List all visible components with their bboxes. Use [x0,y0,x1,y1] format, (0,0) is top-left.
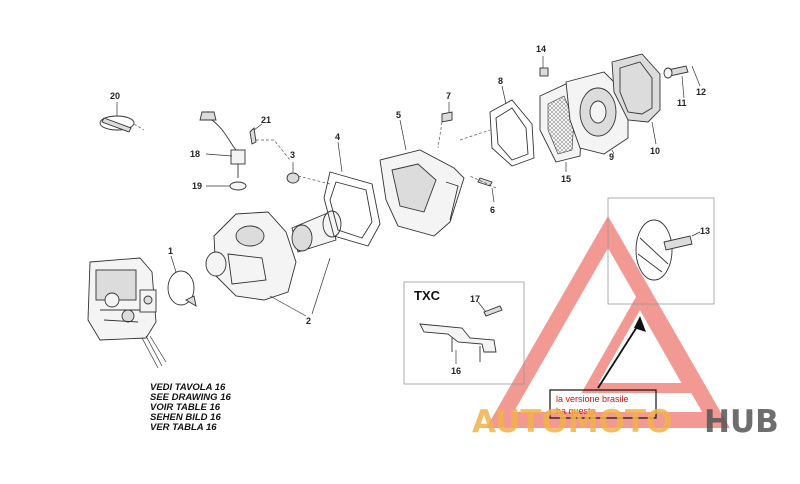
callout-1: 1 [168,246,173,256]
throttle-body [87,257,167,369]
reference-line: VOIR TABLE 16 [150,402,221,413]
part-6-screw [477,177,495,203]
reference-line: VEDI TAVOLA 16 [150,382,226,393]
txc-title: TXC [414,288,441,303]
part-10-cover-lid [611,53,661,145]
part-2-housing [205,210,342,317]
reference-line: SEE DRAWING 16 [150,392,231,403]
part-20-fastener [99,102,135,133]
part-18-sensor [199,111,263,191]
callout-20: 20 [110,91,120,101]
callout-10: 10 [650,146,660,156]
part-11-bolt [663,65,689,99]
version-note [549,316,657,419]
callout-9: 9 [609,152,614,162]
callout-21: 21 [261,115,271,125]
watermark-logo [486,215,730,428]
reference-line: SEHEN BILD 16 [150,412,221,423]
callout-17: 17 [470,294,480,304]
callout-14: 14 [536,44,546,54]
part-12-washer [691,65,701,87]
callout-8: 8 [498,76,503,86]
part-5-bracket [379,119,465,237]
part-8-gasket-ring [489,85,535,167]
callout-11: 11 [677,98,687,108]
part-9-filter-cover [565,71,629,155]
note-line-2: ha questa [556,406,596,416]
callout-16: 16 [451,366,461,376]
note-line-1: la versione brasile [556,394,629,404]
reference-line: VER TABLA 16 [150,422,217,433]
callout-19: 19 [192,181,202,191]
callout-5: 5 [396,110,401,120]
part-1-clamp [167,255,197,307]
callout-3: 3 [290,150,295,160]
callout-2: 2 [306,316,311,326]
callout-15: 15 [561,174,571,184]
part-3-cap [286,162,300,184]
callout-6: 6 [490,205,495,215]
part-4-gasket [323,141,381,247]
watermark-part1: AUTOMOTO [472,404,672,440]
callout-13: 13 [700,226,710,236]
watermark-part2: HUB [704,404,779,440]
part-13-box [607,197,715,305]
part-7-screw [441,102,453,123]
part-14-clip [539,56,549,77]
callout-18: 18 [190,149,200,159]
watermark-text: AUTOMOTO HUB [472,404,779,440]
callout-12: 12 [696,87,706,97]
callout-7: 7 [446,91,451,101]
callout-4: 4 [335,132,340,142]
txc-box [403,281,525,385]
drawing-reference: VEDI TAVOLA 16 SEE DRAWING 16 VOIR TABLE… [150,382,231,433]
